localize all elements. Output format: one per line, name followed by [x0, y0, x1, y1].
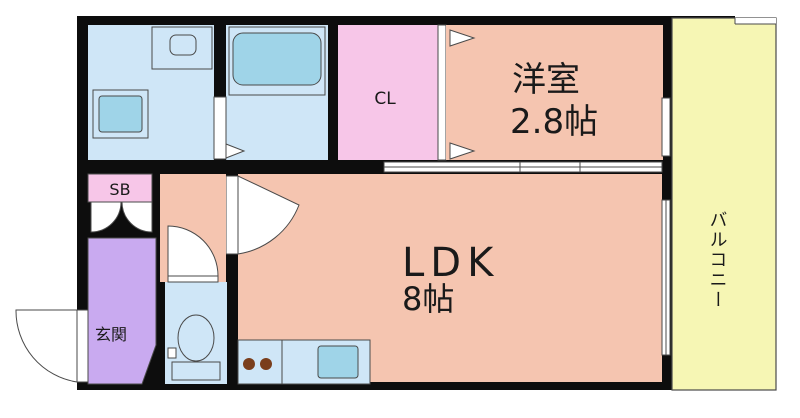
closet-label: CL [374, 89, 396, 109]
kitchen-sink [317, 345, 359, 379]
entrance-label: 玄関 [95, 325, 127, 344]
ldk-size: 8帖 [402, 280, 454, 318]
shoe-box-door-right [121, 201, 153, 233]
entrance-door-swing [15, 309, 78, 383]
closet-door-arrow-bottom [449, 142, 476, 160]
closet [338, 25, 442, 160]
shoe-box-label: SB [109, 180, 130, 199]
western-room [446, 25, 663, 160]
stove-burner-right [260, 358, 272, 370]
balcony-area [671, 17, 777, 391]
balcony-label: バルコニー [707, 210, 728, 310]
western-room-size: 2.8帖 [510, 102, 598, 142]
toilet-bowl [177, 314, 215, 362]
toilet-door-swing [167, 225, 219, 277]
western-room-name: 洋室 [512, 60, 580, 100]
ldk-door-swing [237, 175, 300, 255]
closet-door-arrow-top [449, 29, 476, 47]
ldk-name: LDK [402, 240, 499, 286]
toilet-tank [171, 361, 221, 381]
stove-burner-left [243, 358, 255, 370]
shoe-box-door-left [90, 201, 122, 233]
bathtub-basin [232, 32, 322, 86]
entrance-area [87, 237, 157, 385]
washing-machine-drum [169, 34, 197, 56]
washbasin-bowl [98, 95, 143, 133]
shoe-box [87, 173, 153, 203]
